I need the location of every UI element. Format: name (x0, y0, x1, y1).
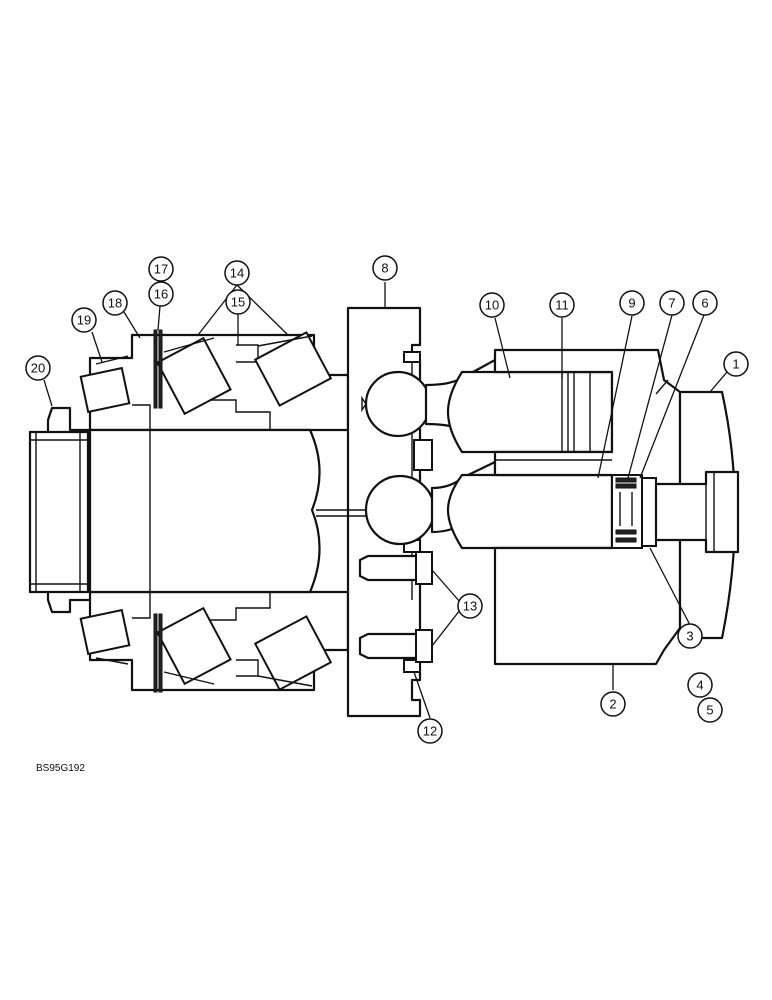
snap-rings (153, 329, 163, 693)
svg-text:18: 18 (108, 296, 122, 311)
svg-text:11: 11 (555, 298, 569, 313)
svg-text:20: 20 (31, 361, 45, 376)
callout-13: 13 (457, 593, 483, 619)
callout-5: 5 (697, 697, 723, 723)
callout-17: 17 (148, 256, 174, 282)
svg-text:12: 12 (423, 724, 437, 739)
callout-15: 15 (225, 289, 251, 315)
svg-text:10: 10 (485, 298, 499, 313)
callout-8: 8 (372, 255, 398, 281)
svg-text:1: 1 (732, 357, 739, 372)
svg-text:9: 9 (628, 296, 635, 311)
svg-text:2: 2 (609, 697, 616, 712)
svg-text:15: 15 (231, 295, 245, 310)
svg-text:4: 4 (696, 678, 703, 693)
tapered-roller-bearings (79, 331, 333, 691)
callout-1: 1 (723, 351, 749, 377)
svg-text:19: 19 (77, 313, 91, 328)
callout-19: 19 (71, 307, 97, 333)
svg-text:13: 13 (463, 599, 477, 614)
svg-text:6: 6 (701, 296, 708, 311)
callout-12: 12 (417, 718, 443, 744)
callout-7: 7 (659, 290, 685, 316)
svg-text:5: 5 (706, 703, 713, 718)
callout-9: 9 (619, 290, 645, 316)
svg-text:3: 3 (686, 629, 693, 644)
svg-text:16: 16 (154, 287, 168, 302)
pistons (316, 358, 614, 550)
callout-4: 4 (687, 672, 713, 698)
leader-lines (43, 282, 728, 719)
callout-3: 3 (677, 623, 703, 649)
figure-code: BS95G192 (36, 763, 85, 774)
svg-text:7: 7 (668, 296, 675, 311)
callout-16: 16 (148, 281, 174, 307)
valve-plate (611, 474, 657, 549)
svg-text:8: 8 (381, 261, 388, 276)
callout-10: 10 (479, 292, 505, 318)
callout-2: 2 (600, 691, 626, 717)
callout-18: 18 (102, 290, 128, 316)
bolts (358, 551, 433, 663)
callout-14: 14 (224, 260, 250, 286)
callout-6: 6 (692, 290, 718, 316)
output-shaft (28, 406, 94, 614)
svg-text:14: 14 (230, 266, 244, 281)
end-cover (654, 379, 740, 640)
svg-text:17: 17 (154, 262, 168, 277)
callout-20: 20 (25, 355, 51, 381)
callout-11: 11 (549, 292, 575, 318)
